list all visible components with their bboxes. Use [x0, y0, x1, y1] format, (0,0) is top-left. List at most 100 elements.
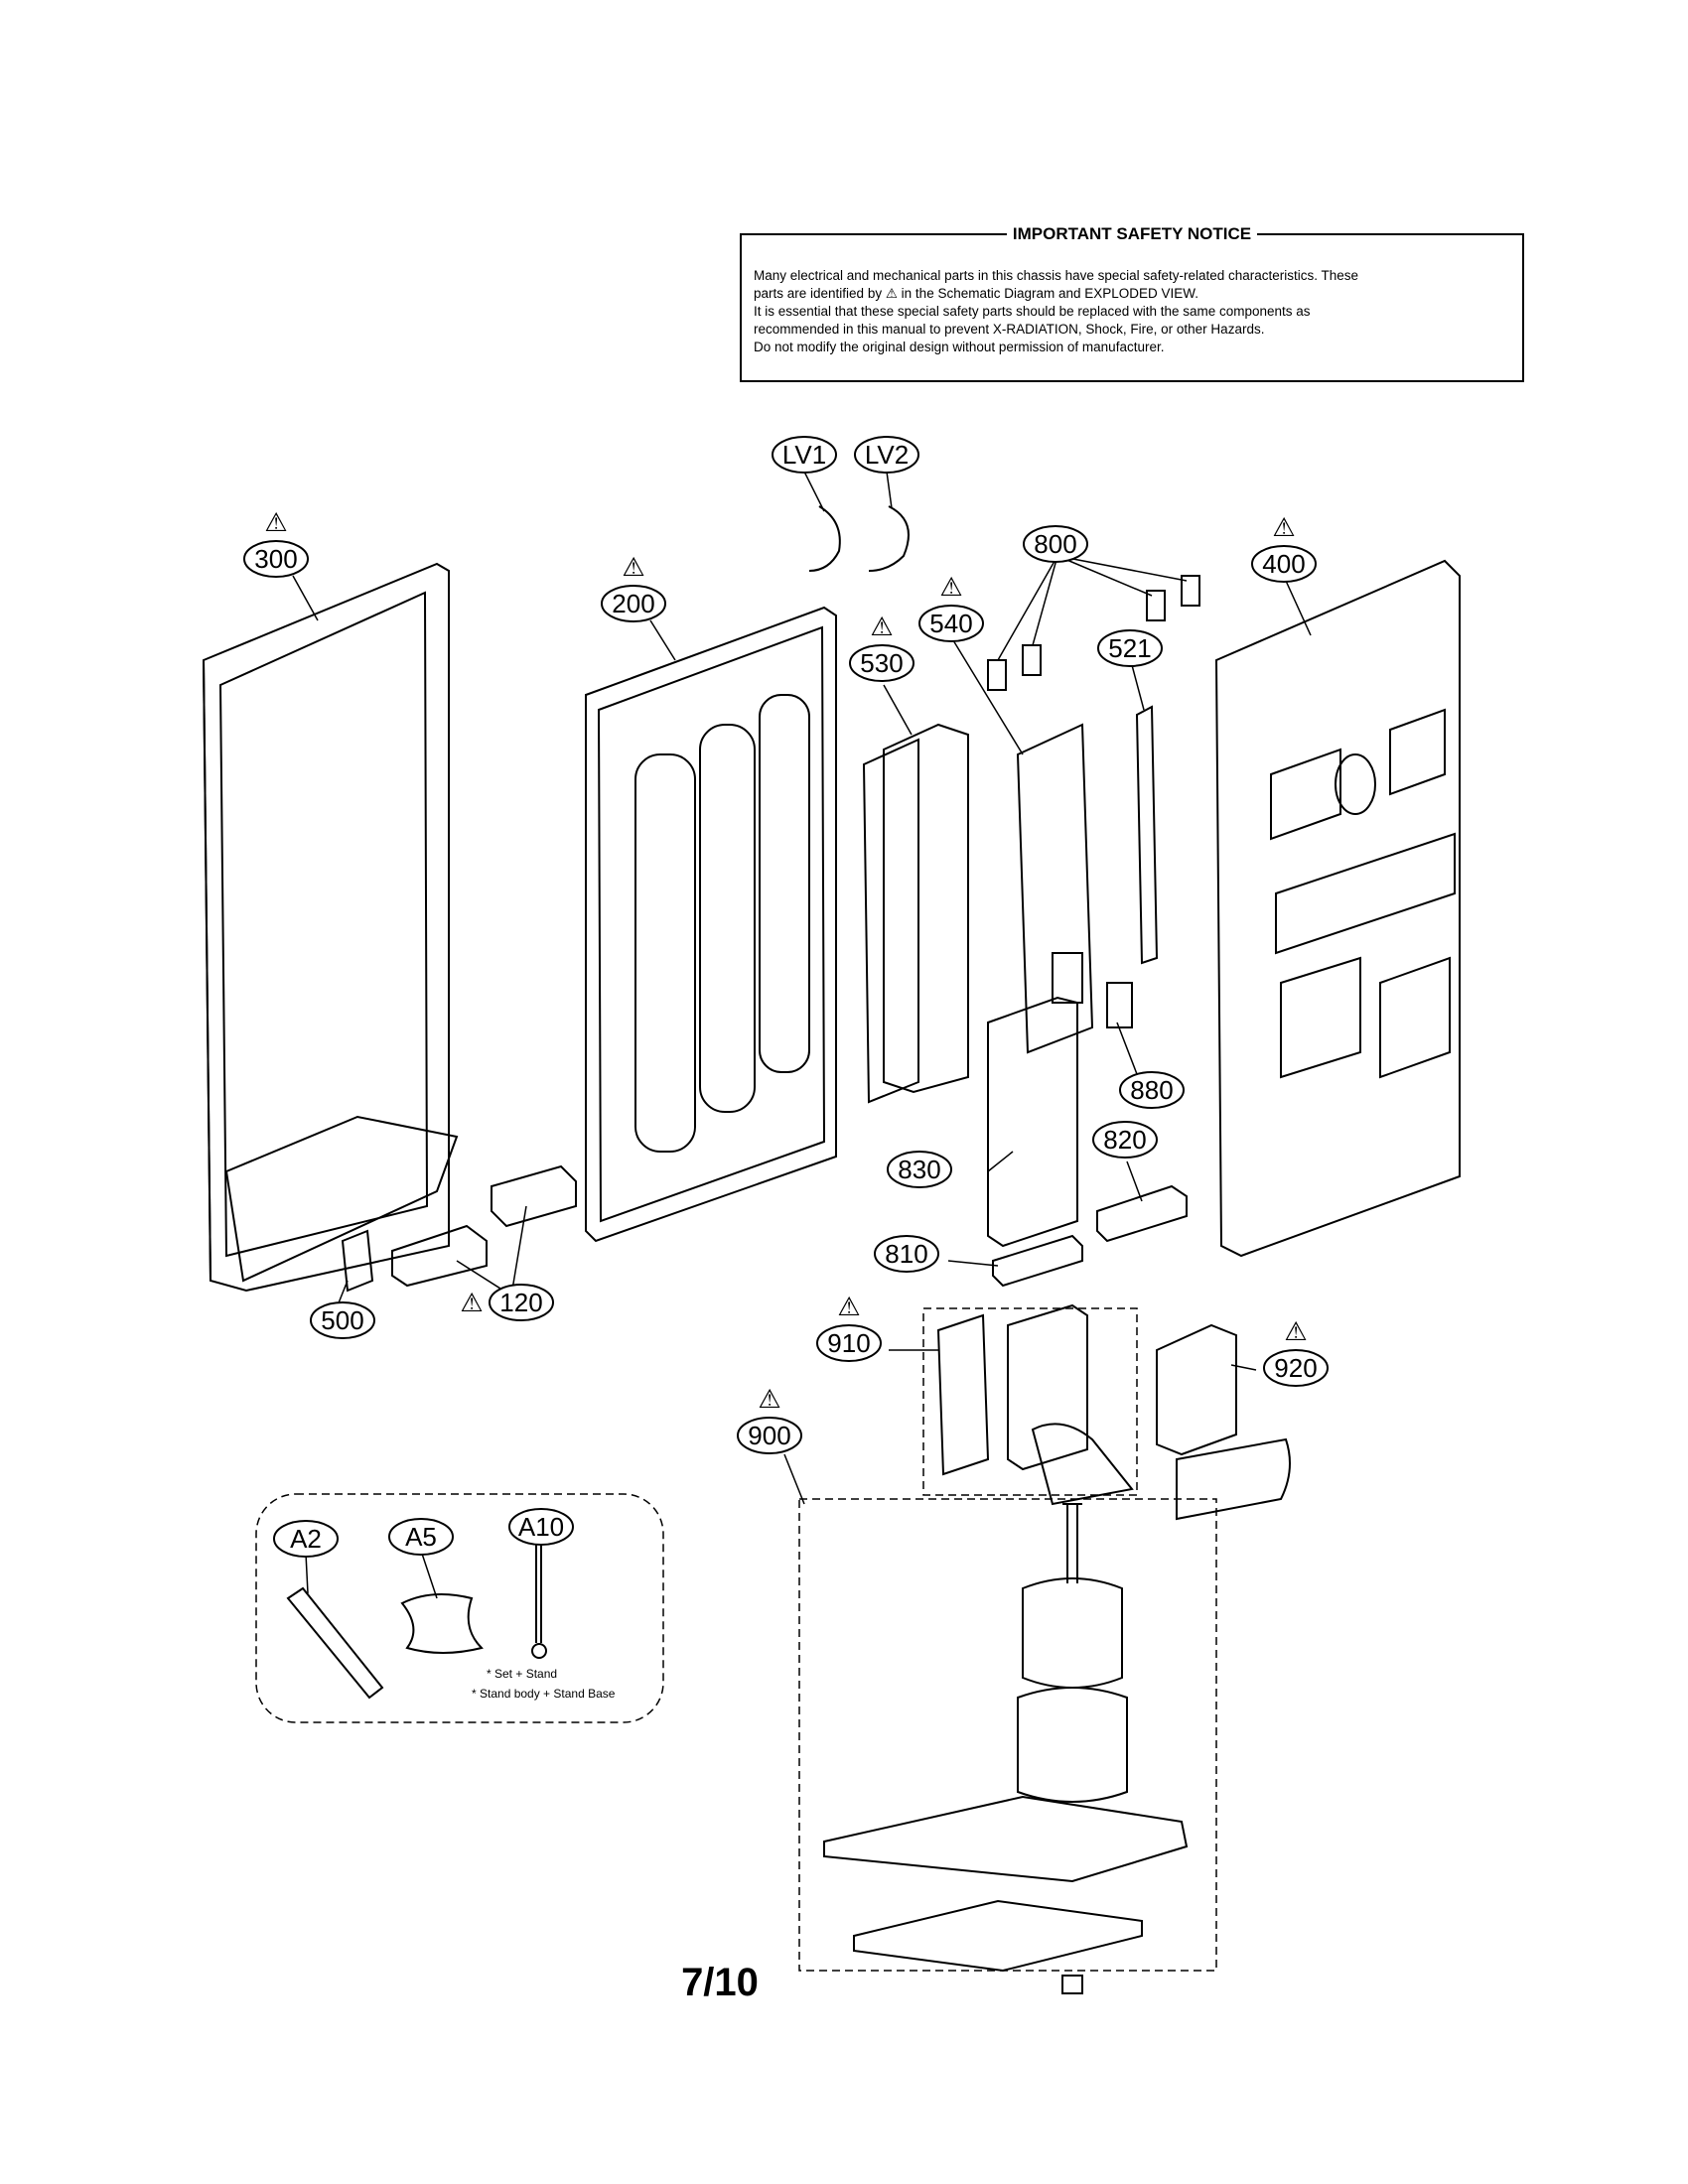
- callout-bubble: [772, 436, 837, 474]
- callout-bubble: [388, 1518, 454, 1556]
- callout-label: 900: [748, 1421, 790, 1450]
- callout-layer: LV1 LV2 300 ⚠ 200 ⚠ 540 ⚠ 530 ⚠ 800 521 400 ⚠ 880 820 83…: [243, 436, 1329, 1558]
- callout-label: 200: [612, 589, 654, 618]
- safety-warning-icon: ⚠: [939, 572, 962, 602]
- callout-bubble: [508, 1508, 574, 1546]
- bracket-part: [987, 575, 1200, 691]
- speaker-part: [341, 1164, 577, 1293]
- callout-bubble: [1097, 629, 1163, 667]
- callout-label: 540: [929, 609, 972, 638]
- bracket-810-part: [992, 1234, 1083, 1288]
- main-board-part: [1016, 723, 1094, 1054]
- callout-bubble: [887, 1151, 952, 1188]
- callout-820: 820: [1092, 1121, 1158, 1159]
- callout-label: A5: [405, 1522, 437, 1552]
- accessory-note-1: * Set + Stand: [487, 1667, 557, 1681]
- callout-label: 880: [1130, 1075, 1173, 1105]
- accessory-dashed-box: [255, 1493, 664, 1723]
- callout-label: 400: [1262, 549, 1305, 579]
- callout-label: 830: [898, 1155, 940, 1184]
- stand-bracket-830-part: [987, 996, 1078, 1248]
- callout-label: 820: [1103, 1125, 1146, 1155]
- callout-label: LV1: [782, 440, 826, 470]
- board-521-part: [1135, 705, 1159, 965]
- safety-warning-icon: ⚠: [264, 507, 287, 537]
- callout-540: 540 ⚠: [918, 572, 984, 642]
- front-bezel-part: [202, 562, 459, 1293]
- callout-120: 120 ⚠: [460, 1284, 554, 1321]
- callout-910: 910 ⚠: [816, 1292, 882, 1362]
- callout-bubble: [1251, 545, 1317, 583]
- safety-notice-line: Do not modify the original design withou…: [754, 340, 1165, 354]
- callout-500: 500: [310, 1301, 375, 1339]
- safety-warning-icon: ⚠: [758, 1384, 780, 1414]
- safety-notice-body: Many electrical and mechanical parts in …: [754, 267, 1510, 356]
- callout-label: A10: [518, 1512, 564, 1542]
- callout-bubble: [243, 540, 309, 578]
- callout-880: 880: [1119, 1071, 1185, 1109]
- callout-830: 830: [887, 1151, 952, 1188]
- callout-521: 521: [1097, 629, 1163, 667]
- safety-notice-line: recommended in this manual to prevent X-…: [754, 322, 1265, 337]
- callout-a2: A2: [273, 1520, 339, 1558]
- callout-920: 920 ⚠: [1263, 1316, 1329, 1387]
- stand-base-part: [823, 1503, 1189, 1994]
- board-880-part: [1106, 982, 1133, 1028]
- callout-label: 530: [860, 648, 903, 678]
- callout-lv1: LV1: [772, 436, 837, 474]
- callout-bubble: [1092, 1121, 1158, 1159]
- bracket-820-part: [1096, 1184, 1188, 1243]
- callout-bubble: [310, 1301, 375, 1339]
- accessory-items: [286, 1544, 547, 1700]
- callout-bubble: [1263, 1349, 1329, 1387]
- callout-900: 900 ⚠: [737, 1384, 802, 1454]
- callout-bubble: [1023, 525, 1088, 563]
- callout-810: 810: [874, 1235, 939, 1273]
- callout-400: 400 ⚠: [1251, 512, 1317, 583]
- callout-bubble: [849, 644, 914, 682]
- callout-bubble: [489, 1284, 554, 1321]
- callout-bubble: [918, 605, 984, 642]
- power-board-part: [862, 723, 969, 1104]
- stand-cover-920-part: [1156, 1323, 1291, 1521]
- leader-lines: [292, 471, 1312, 1599]
- callout-label: 521: [1108, 633, 1151, 663]
- callout-label: 300: [254, 544, 297, 574]
- cable-part: [808, 505, 910, 572]
- safety-notice-title-wrap: IMPORTANT SAFETY NOTICE: [742, 224, 1522, 244]
- callout-300: 300 ⚠: [243, 507, 309, 578]
- safety-warning-icon: ⚠: [460, 1288, 483, 1317]
- callout-bubble: [601, 585, 666, 622]
- safety-warning-icon: ⚠: [622, 552, 644, 582]
- safety-notice-title: IMPORTANT SAFETY NOTICE: [1006, 224, 1258, 243]
- callout-bubble: [874, 1235, 939, 1273]
- callout-label: LV2: [865, 440, 909, 470]
- callout-200: 200 ⚠: [601, 552, 666, 622]
- callout-label: 800: [1034, 529, 1076, 559]
- callout-530: 530 ⚠: [849, 612, 914, 682]
- callout-bubble: [1119, 1071, 1185, 1109]
- safety-notice-line: It is essential that these special safet…: [754, 304, 1311, 319]
- callout-label: 920: [1274, 1353, 1317, 1383]
- safety-notice-line: parts are identified by ⚠ in the Schemat…: [754, 286, 1199, 301]
- page-number: 7/10: [681, 1961, 759, 2004]
- callout-label: 810: [885, 1239, 927, 1269]
- callout-label: 910: [827, 1328, 870, 1358]
- safety-warning-icon: ⚠: [870, 612, 893, 641]
- safety-warning-icon: ⚠: [1284, 1316, 1307, 1346]
- callout-a5: A5: [388, 1518, 454, 1556]
- safety-notice-line: Many electrical and mechanical parts in …: [754, 268, 1359, 283]
- safety-notice-box: IMPORTANT SAFETY NOTICE Many electrical …: [740, 224, 1524, 382]
- callout-a10: A10: [508, 1508, 574, 1546]
- safety-warning-icon: ⚠: [1272, 512, 1295, 542]
- callout-bubble: [816, 1324, 882, 1362]
- callout-label: 120: [499, 1288, 542, 1317]
- safety-warning-icon: ⚠: [837, 1292, 860, 1321]
- callout-lv2: LV2: [854, 436, 919, 474]
- callout-bubble: [737, 1417, 802, 1454]
- stand-body-910-part: [936, 1303, 1134, 1506]
- callout-bubble: [273, 1520, 339, 1558]
- callout-800: 800: [1023, 525, 1088, 563]
- callout-label: A2: [290, 1524, 322, 1554]
